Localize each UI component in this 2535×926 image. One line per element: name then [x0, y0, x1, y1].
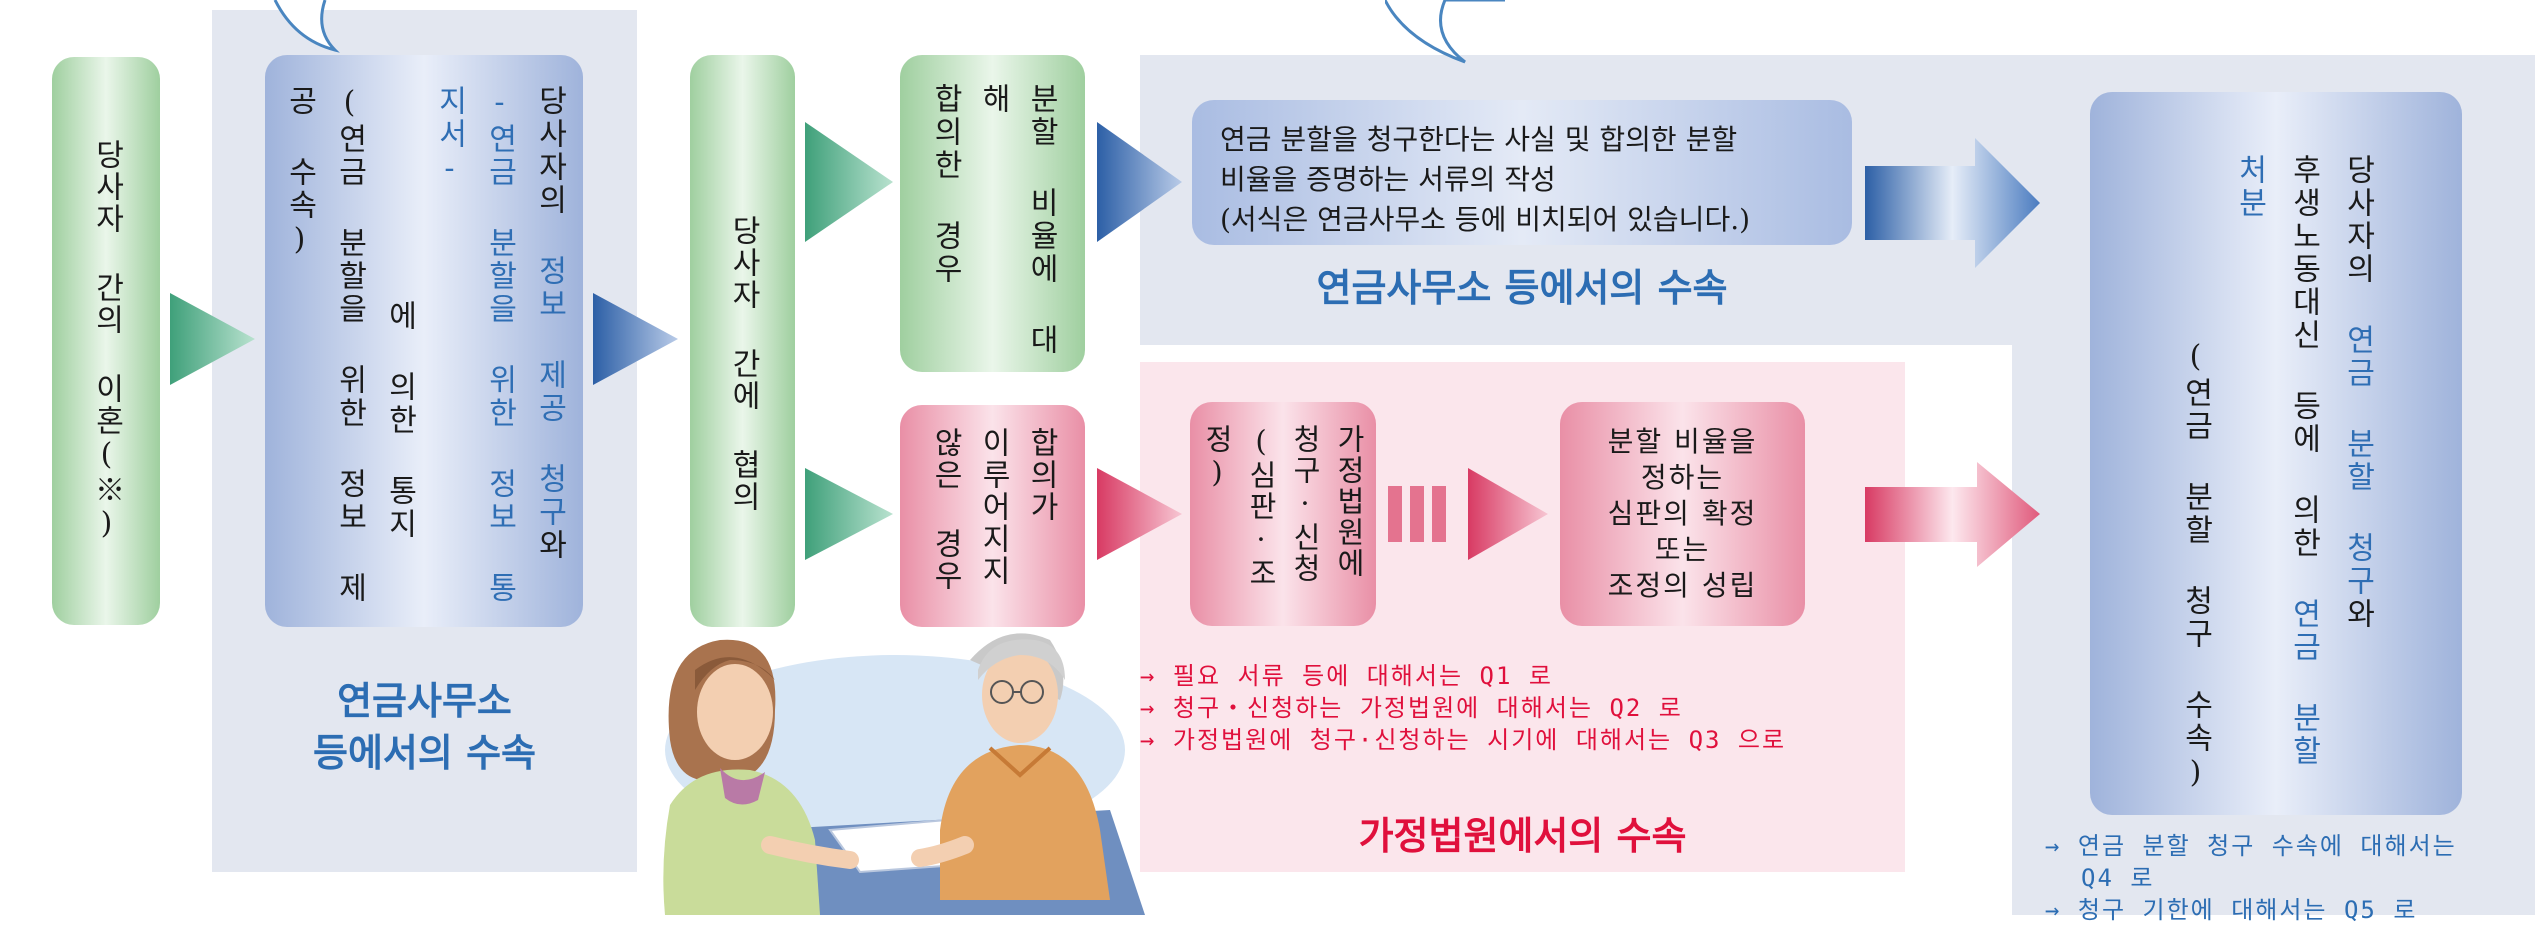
final-procedure-box: 당사자의 연금 분할 청구와 후생노동대신 등에 의한 연금 분할 처분 (연금…	[2090, 92, 2462, 815]
arrow-blue-agreed	[1097, 122, 1182, 242]
final-col-1c: 와	[2340, 598, 2375, 631]
court-result-line-1: 분할 비율을	[1607, 425, 1758, 458]
negotiation-step-box: 당사자 간에 협의	[690, 55, 795, 627]
court-result-line-5: 조정의 성립	[1607, 569, 1758, 602]
court-result-box: 분할 비율을 정하는 심판의 확정 또는 조정의 성립	[1560, 402, 1805, 626]
final-col-2a: 후생노동대신 등에 의한	[2286, 154, 2321, 598]
court-note-2[interactable]: → 청구・신청하는 가정법원에 대해서는 Q2 로	[1140, 694, 1683, 722]
info-line-2: -연금 분할을 위한 정보 통지서-	[432, 85, 517, 605]
court-note-1[interactable]: → 필요 서류 등에 대해서는 Q1 로	[1140, 662, 1553, 690]
final-col-1b: 연금 분할 청구	[2340, 324, 2375, 598]
caption-family-court: 가정법원에서의 수속	[1358, 814, 1687, 858]
info-line-1b: 정보 제공 청구	[532, 255, 567, 529]
pension-document-box: 연금 분할을 청구한다는 사실 및 합의한 분할 비율을 증명하는 서류의 작성…	[1192, 100, 1852, 245]
court-note-3[interactable]: → 가정법원에 청구·신청하는 시기에 대해서는 Q3 으로	[1140, 726, 1787, 754]
caption-pension-office-left: 연금사무소 등에서의 수속	[212, 675, 637, 779]
info-line-1a: 당사자의	[532, 85, 567, 255]
court-request-box: 가정법원에 청구·신청 (심판·조정)	[1190, 402, 1376, 626]
not-agreed-line-2: 이루어지지	[975, 427, 1011, 587]
negotiation-step-text: 당사자 간에 협의	[725, 215, 761, 513]
court-result-line-4: 또는	[1654, 533, 1711, 566]
final-col-3: (연금 분할 청구 수속)	[2178, 339, 2213, 793]
final-col-1: 당사자의 연금 분할 청구와	[2330, 154, 2384, 815]
court-result-line-2: 정하는	[1640, 461, 1725, 494]
final-col-1a: 당사자의	[2340, 154, 2375, 324]
final-note-1-cont[interactable]: Q4 로	[2081, 864, 2155, 892]
arrow-pink-block	[1865, 462, 2040, 567]
divorce-step-text: 당사자 간의 이혼(※)	[89, 139, 124, 543]
pension-doc-line-2: 비율을 증명하는 서류의 작성	[1220, 163, 1556, 196]
final-col-2b: 연금 분할 처분	[2232, 154, 2321, 768]
not-agreed-line-1: 합의가	[1023, 427, 1059, 523]
info-line-4: (연금 분할을 위한 정보 제공 수속)	[282, 85, 367, 605]
final-col-2: 후생노동대신 등에 의한 연금 분할 처분	[2222, 154, 2330, 815]
final-note-2[interactable]: → 청구 기한에 대해서는 Q5 로	[2045, 896, 2418, 924]
agreed-line-1: 분할 비율에 대해	[975, 83, 1059, 357]
info-line-3: 에 의한 통지	[382, 300, 417, 541]
arrow-pink-striped	[1388, 468, 1548, 560]
speech-bubble-tail-center	[1385, 0, 1505, 64]
caption-left-line2: 등에서의 수속	[313, 731, 536, 775]
court-result-line-3: 심판의 확정	[1607, 497, 1758, 530]
caption-left-line1: 연금사무소	[337, 679, 512, 723]
arrow-blue-block	[1865, 138, 2040, 268]
info-line-1: 당사자의 정보 제공 청구와	[524, 85, 574, 627]
info-provision-box: 당사자의 정보 제공 청구와 -연금 분할을 위한 정보 통지서- 에 의한 통…	[265, 55, 583, 627]
court-notes: → 필요 서류 등에 대해서는 Q1 로 → 청구・신청하는 가정법원에 대해서…	[1140, 660, 1786, 756]
final-notes: → 연금 분할 청구 수속에 대해서는 Q4 로 → 청구 기한에 대해서는 Q…	[2045, 830, 2535, 926]
court-request-line-1: 가정법원에	[1332, 424, 1366, 579]
pension-doc-line-1: 연금 분할을 청구한다는 사실 및 합의한 분할	[1220, 123, 1738, 156]
agreed-branch-box: 분할 비율에 대해 합의한 경우	[900, 55, 1085, 372]
arrow-green-not-agreed	[805, 468, 893, 560]
speech-bubble-tail-left	[273, 0, 340, 53]
not-agreed-branch-box: 합의가 이루어지지 않은 경우	[900, 405, 1085, 627]
consultation-illustration	[663, 633, 1145, 915]
court-request-line-2: 청구·신청	[1288, 424, 1322, 584]
arrow-green-1	[170, 293, 255, 385]
arrow-green-agreed	[805, 122, 893, 242]
final-note-1[interactable]: → 연금 분할 청구 수속에 대해서는	[2045, 832, 2457, 860]
arrow-pink-1	[1097, 468, 1182, 560]
not-agreed-line-3: 않은 경우	[927, 427, 963, 592]
court-request-line-3: (심판·조정)	[1200, 424, 1278, 589]
info-line-1c: 와	[532, 529, 567, 562]
divorce-step-box: 당사자 간의 이혼(※)	[52, 57, 160, 625]
agreed-line-2: 합의한 경우	[927, 83, 963, 286]
pension-doc-line-3: (서식은 연금사무소 등에 비치되어 있습니다.)	[1220, 203, 1751, 236]
arrow-blue-1	[593, 293, 678, 385]
caption-pension-office-center: 연금사무소 등에서의 수속	[1316, 266, 1728, 310]
